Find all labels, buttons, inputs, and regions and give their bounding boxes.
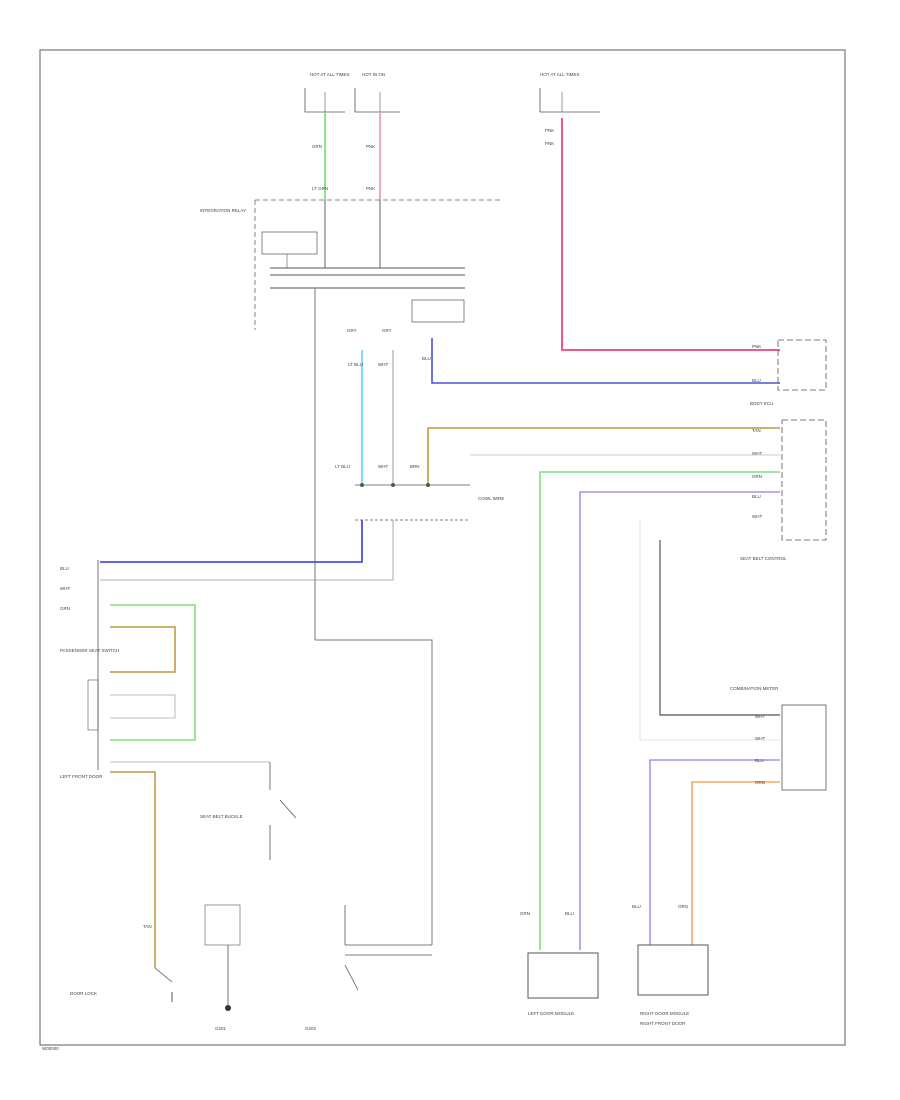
ground-g201: G201 (204, 904, 241, 1031)
wire-code: PNK (545, 128, 554, 133)
wire-blue-top (431, 338, 780, 384)
wire-code: GRN (60, 606, 70, 611)
diagram-id: W00000 (42, 1046, 59, 1051)
combination-meter-module: COMBINATION METER WHT WHT (730, 686, 827, 791)
body-ecu-module: PNK BLU BODY ECU (750, 339, 827, 406)
wire-gray-left (100, 520, 394, 581)
wire-code: GRY (347, 328, 357, 333)
wire-green-loop (110, 604, 196, 741)
fuse-block-1: HOT AT ALL TIMES (304, 72, 350, 113)
seat-belt-control-label: SEAT BELT CONTROL (740, 556, 787, 561)
wire-code: BLU (755, 758, 764, 763)
wire-code: WHT (378, 464, 388, 469)
seat-belt-buckle-label: SEAT BELT BUCKLE (200, 814, 243, 819)
wire-orange-lower (691, 781, 780, 945)
wire-blue-left (100, 520, 363, 563)
wire-tan-top (427, 427, 780, 485)
wire-code: GRN (312, 144, 322, 149)
door-lock-label: DOOR LOCK (70, 991, 97, 996)
splice-junction: LT BLU WHT BRN COWL WIRE (335, 464, 504, 521)
wire-code: BLU (422, 356, 431, 361)
wire-code: WHT (755, 736, 765, 741)
wire-green-right (539, 471, 780, 950)
left-door-module-label: LEFT DOOR MODULE (528, 1011, 574, 1016)
wire-code: LT BLU (348, 362, 363, 367)
wire-pink-main (561, 118, 780, 351)
wire-tan-loop (110, 626, 176, 673)
left-door-module: LEFT DOOR MODULE (527, 952, 599, 1016)
wire-code: BLU (752, 494, 761, 499)
wire-lightgray-right (639, 520, 780, 741)
wire-gray-loop (110, 694, 176, 719)
wire-code: BLU (60, 566, 69, 571)
wire-code: WHT (755, 714, 765, 719)
passenger-seat-switch: BLU WHT GRN PASSENGER SEAT SWITCH LEFT F… (60, 560, 119, 779)
wire-code: WHT (60, 586, 70, 591)
wire-code: BRN (410, 464, 420, 469)
body-ecu-label: BODY ECU (750, 401, 773, 406)
wire-code: TAN (752, 428, 761, 433)
wire-code: WHT (752, 451, 762, 456)
wire-code: BLU (565, 911, 574, 916)
fuse-3-label: HOT AT ALL TIMES (540, 72, 580, 77)
seat-belt-control-module: TAN WHT GRN BLU WHT SEAT BELT CONTROL (740, 419, 827, 561)
wire-code: WHT (752, 514, 762, 519)
wire-code: PNK (366, 186, 375, 191)
combination-meter-label: COMBINATION METER (730, 686, 779, 691)
wire-code: BLU (632, 904, 641, 909)
wire-code: GRN (752, 474, 762, 479)
seat-belt-buckle-switch: SEAT BELT BUCKLE (200, 762, 297, 860)
passenger-seat-label: PASSENGER SEAT SWITCH (60, 648, 119, 653)
g201-label: G201 (215, 1026, 227, 1031)
wire-tan-down (110, 771, 156, 968)
wire-violet-right (579, 491, 780, 950)
wire-violet-lower (649, 759, 780, 945)
integration-relay-label: INTEGRATION RELAY (200, 208, 246, 213)
wire-code: LT GRN (312, 186, 328, 191)
left-front-door-label: LEFT FRONT DOOR (60, 774, 103, 779)
wire-code: TAN (143, 924, 152, 929)
fuse-block-3: HOT AT ALL TIMES (539, 72, 600, 113)
right-door-module: RIGHT DOOR MODULE RIGHT FRONT DOOR (637, 944, 709, 1026)
ground-g202: G202 (305, 905, 432, 1031)
integration-relay: INTEGRATION RELAY (200, 199, 500, 330)
wire-code: PNK (752, 344, 761, 349)
wire-code: ORG (678, 904, 689, 909)
right-front-door-label: RIGHT FRONT DOOR (640, 1021, 686, 1026)
fuse-block-2: HOT IN ON (354, 72, 400, 113)
right-door-module-label: RIGHT DOOR MODULE (640, 1011, 689, 1016)
g202-label: G202 (305, 1026, 317, 1031)
wire-code: PNK (366, 144, 375, 149)
wire-code: PNK (545, 141, 554, 146)
wire-gray-right (315, 639, 433, 945)
wire-code: GRN (520, 911, 530, 916)
wire-code: LT BLU (335, 464, 350, 469)
left-front-door-switch: DOOR LOCK (70, 967, 173, 1002)
wire-code: GRY (382, 328, 392, 333)
wire-code: ORG (755, 780, 766, 785)
wire-code: WHT (378, 362, 388, 367)
fuse-1-label: HOT AT ALL TIMES (310, 72, 350, 77)
diagram-frame (39, 49, 846, 1046)
wire-darkgray-right (659, 540, 780, 716)
cowl-label: COWL WIRE (478, 496, 504, 501)
wire-code: BLU (752, 378, 761, 383)
fuse-2-label: HOT IN ON (362, 72, 385, 77)
